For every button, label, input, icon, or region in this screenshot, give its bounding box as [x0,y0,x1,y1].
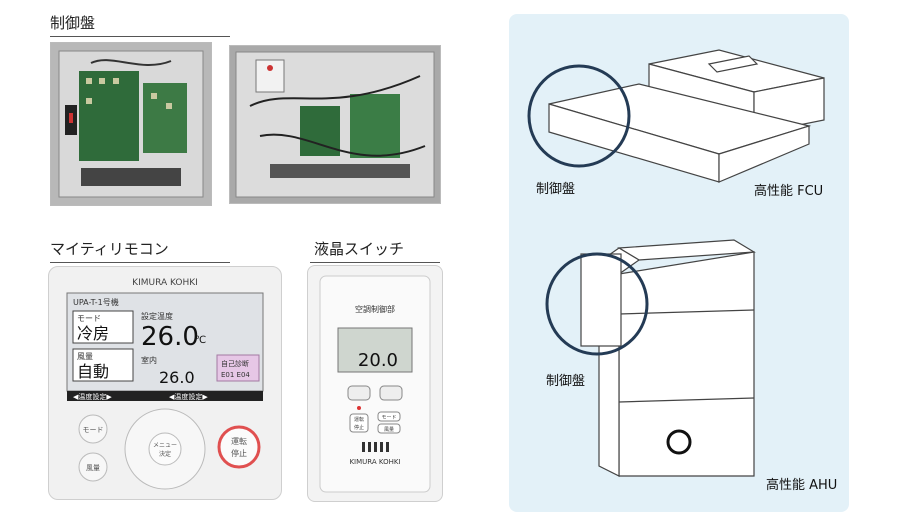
control-panel-illustration-1 [58,50,204,198]
remote-unit: ℃ [195,335,206,346]
remote-wind-button-label: 風量 [86,464,100,472]
lcd-switch-down-button[interactable] [379,385,403,401]
ahu-port-circle [666,429,692,455]
remote-setpoint-label: 設定温度 [141,311,173,321]
fcu-unit-drawing [548,49,825,183]
remote-run-label: 運転 [231,437,247,446]
remote-mode-value: 冷房 [77,324,109,343]
mighty-remote: KIMURA KOHKI UPA-T-1号機 モード 冷房 設定温度 26.0 … [48,266,282,500]
remote-brand: KIMURA KOHKI [132,278,198,288]
fcu-control-panel-label: 制御盤 [536,182,576,197]
remote-mode-button-label: モード [83,426,104,434]
lcd-switch-wind-label: 風量 [384,426,394,433]
remote-mode-label: モード [77,314,101,323]
lcd-switch: 空調制御部 20.0 運転 停止 モード 風量 KIMURA KOHKI [307,265,443,502]
remote-enter-button[interactable] [148,432,182,466]
remote-setpoint-value: 26.0 [141,322,199,352]
remote-wind-label: 風量 [77,352,93,361]
ahu-unit-drawing [580,239,756,477]
remote-menu-label: メニュー [153,442,177,449]
lcd-switch-rule [310,262,440,263]
mighty-remote-rule [50,262,230,263]
lcd-switch-mode-label: モード [381,415,396,421]
remote-bar-right: ◀温度設定▶ [169,392,208,401]
remote-wind-value: 自動 [77,362,109,381]
fcu-unit-label: 高性能 FCU [754,184,824,199]
mighty-remote-title: マイティリモコン [50,240,169,258]
ahu-unit-label: 高性能 AHU [766,478,838,493]
ahu-control-panel-label: 制御盤 [546,374,586,389]
lcd-switch-mode-button[interactable] [377,411,401,422]
remote-room-label: 室内 [141,355,157,365]
remote-mode-button[interactable] [78,414,108,444]
lcd-switch-brand: KIMURA KOHKI [349,458,400,466]
control-panel-illustration-2 [235,51,435,198]
lcd-switch-wind-button[interactable] [377,423,401,434]
control-panel-rule [50,36,230,37]
fcu-callout-circle [527,64,631,168]
remote-status-label: 自己診断 [221,359,249,368]
ahu-callout-circle [545,252,649,356]
lcd-switch-run-button[interactable] [349,413,369,433]
remote-enter-label: 決定 [159,450,171,458]
remote-stop-label: 停止 [231,448,247,458]
remote-room-value: 26.0 [159,368,195,387]
remote-status-code: E01 E04 [221,371,250,379]
remote-header: UPA-T-1号機 [73,297,119,307]
control-panel-photo-1 [50,42,212,206]
remote-bar-left: ◀温度設定▶ [73,392,112,401]
lcd-switch-run-label: 運転 [354,417,364,423]
lcd-switch-temp: 20.0 [358,350,398,371]
lcd-switch-up-button[interactable] [347,385,371,401]
control-panel-title: 制御盤 [50,14,96,32]
lcd-switch-stop-label: 停止 [354,424,364,431]
unit-diagram-panel [509,14,849,512]
remote-wind-button[interactable] [78,452,108,482]
mighty-remote-face: KIMURA KOHKI UPA-T-1号機 モード 冷房 設定温度 26.0 … [66,278,264,490]
lcd-switch-title-text: 空調制御部 [355,304,395,314]
unit-diagram [527,49,825,477]
control-panel-photo-2 [229,45,441,204]
lcd-switch-face: 空調制御部 20.0 運転 停止 モード 風量 KIMURA KOHKI [319,275,431,493]
remote-run-stop-button[interactable] [217,425,261,469]
lcd-switch-title: 液晶スイッチ [314,240,405,258]
